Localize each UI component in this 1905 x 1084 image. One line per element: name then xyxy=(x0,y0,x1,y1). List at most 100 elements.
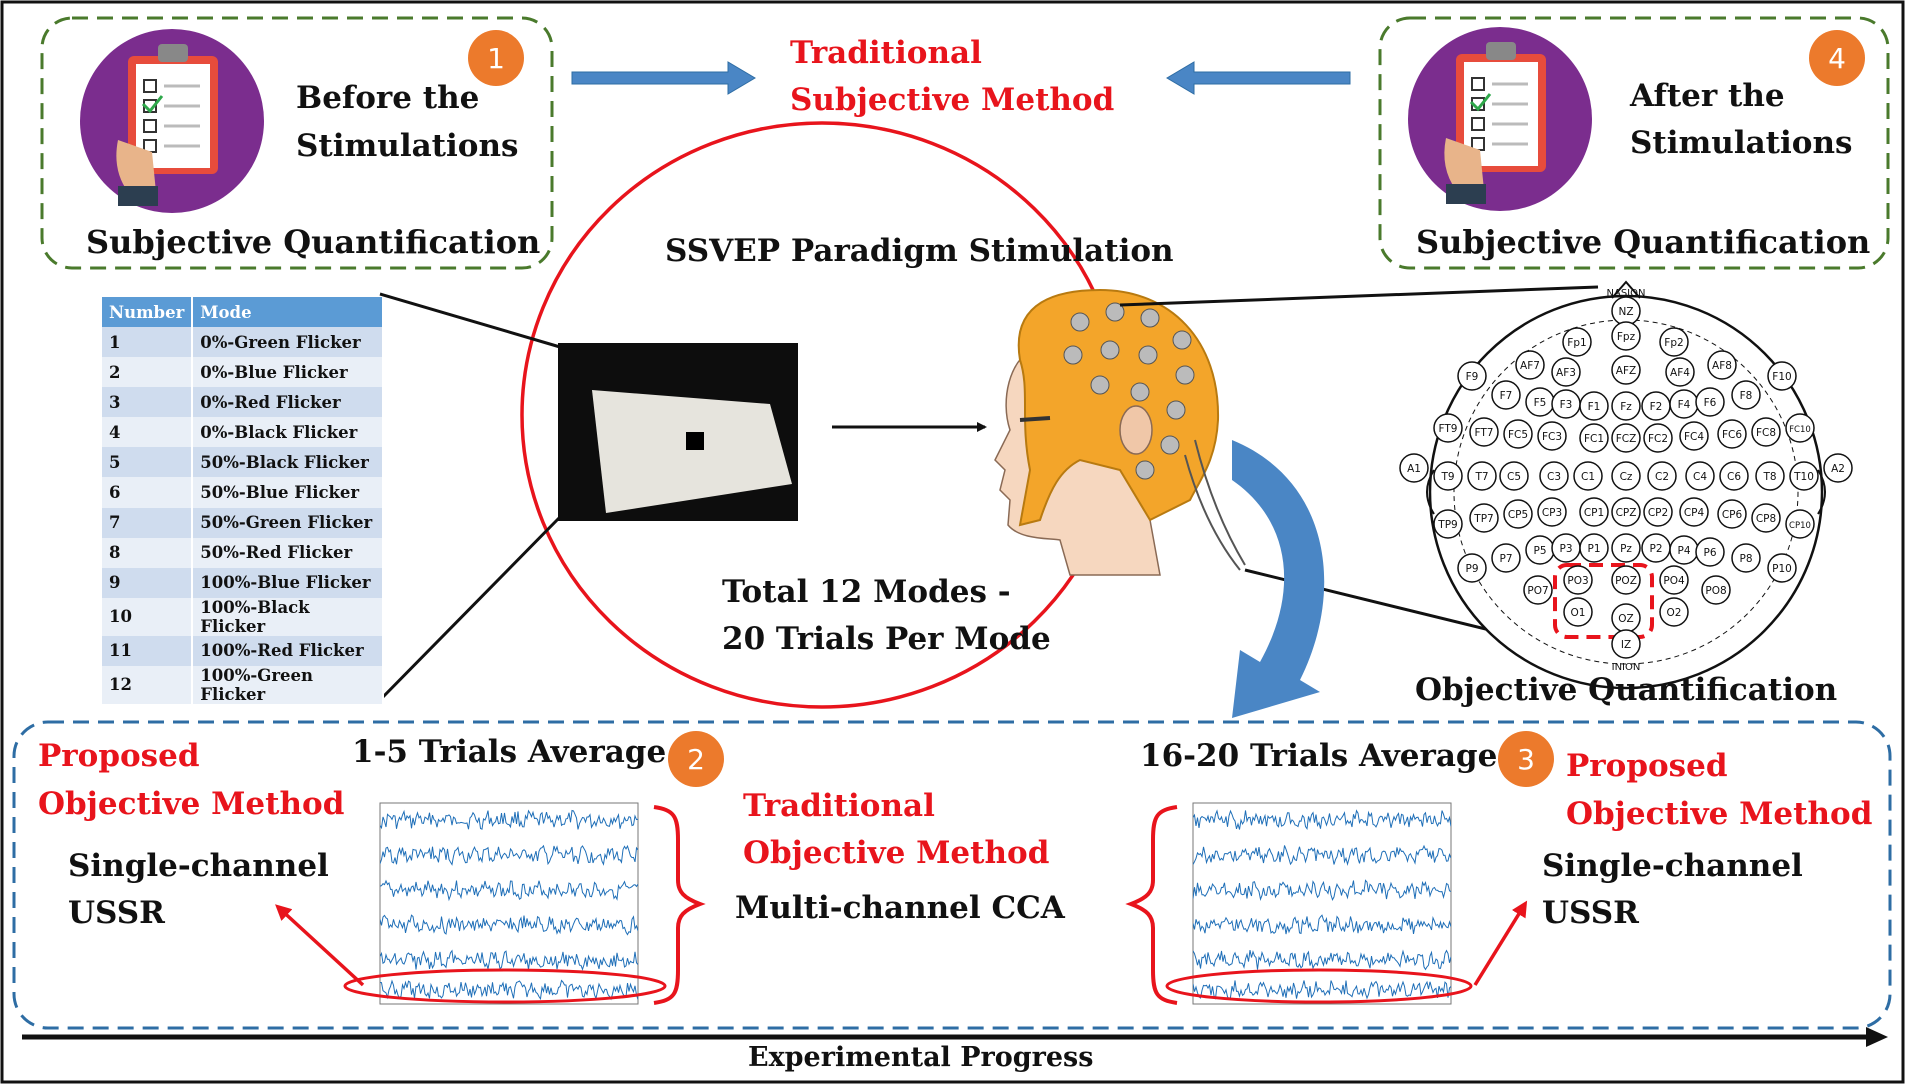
electrode-label: P10 xyxy=(1772,563,1792,575)
head-connector-top xyxy=(1119,285,1599,307)
mode-name: 0%-Blue Flicker xyxy=(192,357,384,388)
electrode-marker xyxy=(1785,413,1815,443)
electrode-label: Pz xyxy=(1620,543,1632,555)
electrode-marker xyxy=(1751,417,1781,447)
electrode-label: A1 xyxy=(1407,463,1421,475)
electrode-marker xyxy=(1755,461,1785,491)
electrode-marker xyxy=(1491,543,1521,573)
mode-number: 1 xyxy=(102,327,194,358)
eeg-bottom-label: INION xyxy=(1612,662,1641,673)
mode-number: 7 xyxy=(102,507,194,538)
electrode-label: P8 xyxy=(1739,553,1752,565)
electrode-label: CP5 xyxy=(1508,509,1528,521)
electrode-label: P3 xyxy=(1559,543,1572,555)
table-connector-top xyxy=(379,292,561,349)
right-algo-line2: USSR xyxy=(1542,895,1639,931)
selected-channel-right xyxy=(1165,968,1473,1004)
electrode-label: IZ xyxy=(1621,639,1631,651)
electrode-label: FC2 xyxy=(1648,433,1668,445)
electrode-marker xyxy=(1717,419,1747,449)
brace-right xyxy=(1125,805,1178,1005)
electrode-marker xyxy=(1701,575,1731,605)
electrode-label: CP6 xyxy=(1722,509,1743,521)
electrode-marker xyxy=(1719,461,1749,491)
electrode-marker xyxy=(1679,497,1709,527)
mode-number: 9 xyxy=(102,567,194,598)
electrode-label: F10 xyxy=(1772,371,1791,383)
electrode-marker xyxy=(1539,461,1569,491)
electrode-label: CP4 xyxy=(1684,507,1705,519)
electrode-label: P5 xyxy=(1533,545,1546,557)
electrode-marker xyxy=(1695,387,1725,417)
curved-flow-arrow xyxy=(1232,440,1325,718)
electrode-marker xyxy=(1611,629,1641,659)
mode-number: 10 xyxy=(102,597,194,636)
electrode-label: F2 xyxy=(1650,401,1663,413)
electrode-marker xyxy=(1785,509,1815,539)
electrode-label: C4 xyxy=(1693,471,1707,483)
electrode-marker xyxy=(1537,421,1567,451)
after-stimulation-box xyxy=(1378,16,1890,270)
mode-name: 100%-Green Flicker xyxy=(192,665,384,704)
electrode-marker xyxy=(1659,327,1689,357)
electrode-marker xyxy=(1467,461,1497,491)
electrode-marker xyxy=(1647,461,1677,491)
electrode-label: CP8 xyxy=(1756,513,1776,525)
electrode-label: CPZ xyxy=(1616,507,1637,519)
table-header-mode: Mode xyxy=(192,297,384,327)
electrode-label: F5 xyxy=(1534,397,1547,409)
eeg-cap-head xyxy=(994,288,1246,576)
electrode-marker xyxy=(1731,543,1761,573)
mode-number: 11 xyxy=(102,635,194,666)
mode-number: 3 xyxy=(102,387,194,418)
mode-name: 50%-Red Flicker xyxy=(192,537,384,568)
electrode-label: FC3 xyxy=(1542,431,1562,443)
before-title-line2: Stimulations xyxy=(296,128,519,164)
mode-name: 50%-Green Flicker xyxy=(192,507,384,538)
red-arrow-left xyxy=(275,904,365,987)
traditional-objective-line2: Objective Method xyxy=(743,835,1050,871)
mode-name: 100%-Blue Flicker xyxy=(192,567,384,598)
electrode-marker xyxy=(1457,553,1487,583)
electrode-marker xyxy=(1665,357,1695,387)
eeg-trace xyxy=(380,879,638,902)
traditional-subjective-line1: Traditional xyxy=(790,35,982,71)
electrode-marker xyxy=(1551,357,1581,387)
traditional-objective-line1: Traditional xyxy=(743,788,935,824)
step-badge-3: 3 xyxy=(1498,731,1554,787)
electrode-label: TP9 xyxy=(1437,519,1457,531)
electrode-marker xyxy=(1611,321,1641,351)
after-title-line1: After the xyxy=(1630,78,1785,114)
clipboard-icon-left xyxy=(80,29,264,213)
electrode-marker xyxy=(1503,419,1533,449)
electrode-label: AF8 xyxy=(1712,360,1732,372)
electrode-label: NZ xyxy=(1618,306,1633,318)
mode-name: 0%-Red Flicker xyxy=(192,387,384,418)
eeg-trace xyxy=(380,844,638,866)
electrode-label: FC6 xyxy=(1722,429,1742,441)
electrode-label: FCZ xyxy=(1616,433,1637,445)
objective-quantification-label: Objective Quantification xyxy=(1415,672,1838,708)
electrode-marker xyxy=(1457,361,1487,391)
eeg-trace xyxy=(1193,844,1451,867)
right-block-arrow xyxy=(571,61,756,95)
electrode-marker xyxy=(1611,461,1641,491)
electrode-label: Fp1 xyxy=(1567,337,1586,349)
eeg-trace xyxy=(1193,949,1451,971)
electrode-label: A2 xyxy=(1831,463,1845,475)
short-average-title: 1-5 Trials Average xyxy=(352,734,667,770)
electrode-label: Cz xyxy=(1620,471,1633,483)
electrode-marker xyxy=(1523,575,1553,605)
electrode-label: PO8 xyxy=(1705,585,1726,597)
stimulus-screen-photo xyxy=(558,343,798,521)
electrode-label: F8 xyxy=(1740,390,1753,402)
electrode-marker xyxy=(1611,533,1641,563)
left-block-arrow xyxy=(1166,61,1351,95)
electrode-marker xyxy=(1643,423,1673,453)
after-caption: Subjective Quantification xyxy=(1416,223,1871,261)
